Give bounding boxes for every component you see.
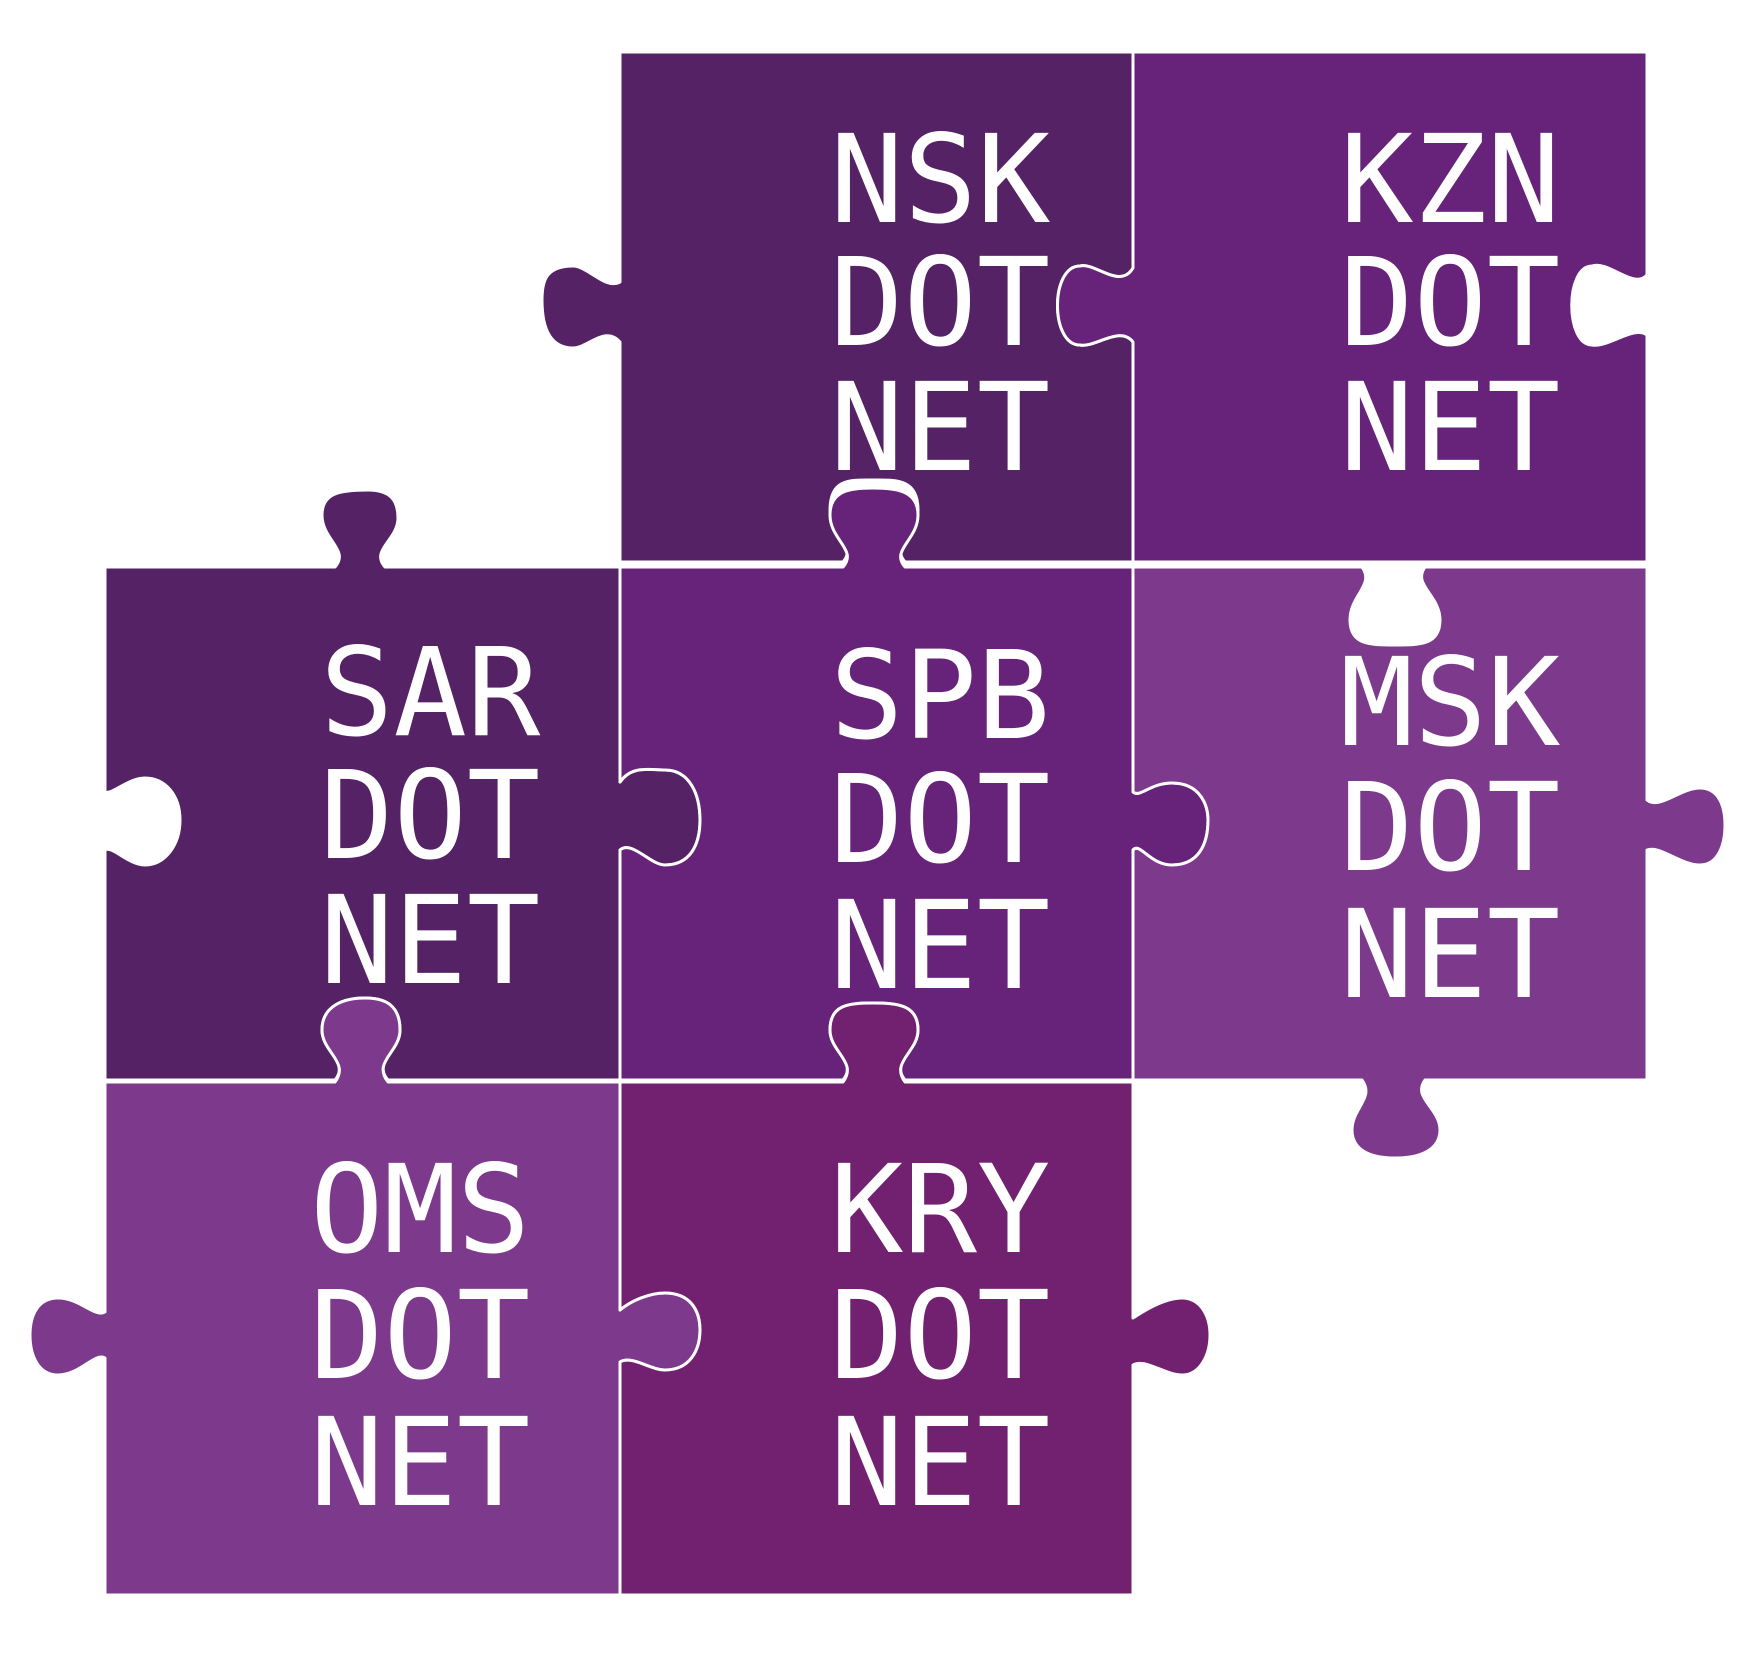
piece-line: DOT xyxy=(310,1265,530,1407)
piece-line: NET xyxy=(830,1392,1050,1534)
piece-line: OMS xyxy=(310,1139,530,1281)
piece-line: NSK xyxy=(830,109,1050,251)
piece-line: NET xyxy=(1340,884,1560,1026)
puzzle-piece-kzn: KZN DOT NET xyxy=(1056,50,1649,564)
piece-line: DOT xyxy=(320,745,540,887)
piece-line: NET xyxy=(830,875,1050,1017)
piece-line: NET xyxy=(1340,357,1560,499)
puzzle-piece-kry: KRY DOT NET xyxy=(618,1001,1212,1597)
puzzle-piece-spb: SPB DOT NET xyxy=(618,486,1210,1082)
puzzle-piece-nsk: NSK DOT NET xyxy=(540,50,1135,564)
piece-line: DOT xyxy=(830,749,1050,891)
piece-line: NET xyxy=(830,357,1050,499)
piece-line: KZN xyxy=(1340,109,1560,251)
piece-line: DOT xyxy=(1340,232,1560,374)
piece-line: DOT xyxy=(830,232,1050,374)
piece-line: NET xyxy=(310,1392,530,1534)
piece-line: SAR xyxy=(320,622,541,764)
piece-line: NET xyxy=(320,870,540,1012)
puzzle-piece-sar: SAR DOT NET xyxy=(103,488,702,1082)
puzzle-piece-msk: MSK DOT NET xyxy=(1131,565,1727,1160)
piece-line: SPB xyxy=(830,625,1050,767)
piece-line: DOT xyxy=(830,1265,1050,1407)
piece-line: KRY xyxy=(830,1139,1050,1281)
puzzle-piece-oms: OMS DOT NET xyxy=(28,996,702,1597)
piece-line: DOT xyxy=(1340,757,1560,899)
piece-line: MSK xyxy=(1340,632,1560,774)
